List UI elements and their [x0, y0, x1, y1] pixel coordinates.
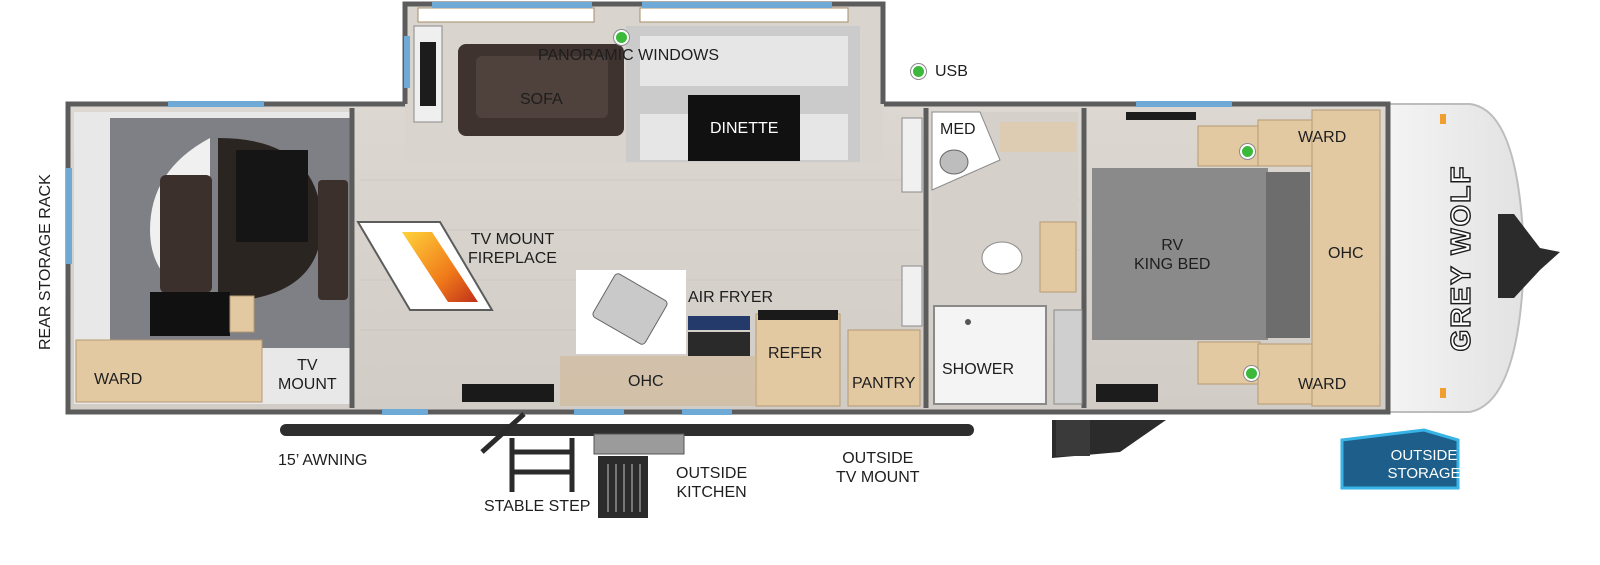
- king-bed: [1092, 168, 1268, 340]
- usb-dot-slideout: [614, 30, 629, 45]
- label-tv-mount-rear: TV MOUNT: [278, 357, 337, 393]
- dinette-table: [688, 95, 800, 161]
- label-med: MED: [940, 121, 976, 138]
- slideout-contents: [413, 7, 860, 162]
- label-dinette: DINETTE: [710, 120, 779, 137]
- hitch: [1498, 214, 1560, 298]
- usb-dot-ward-bottom: [1244, 366, 1259, 381]
- label-air-fryer: AIR FRYER: [688, 289, 774, 306]
- label-ward-bottom: WARD: [1298, 376, 1347, 393]
- label-outside-tv-mount: OUTSIDE TV MOUNT: [836, 450, 920, 486]
- brand-mark: GREY WOLF: [1444, 164, 1476, 352]
- stabilizer-jacks: [1052, 420, 1166, 458]
- usb-dot-legend: [911, 64, 926, 79]
- label-ohc-kitchen: OHC: [628, 373, 664, 390]
- label-usb: USB: [935, 63, 968, 80]
- stable-step: [480, 412, 575, 492]
- fireplace: [402, 232, 478, 302]
- label-sofa: SOFA: [520, 91, 563, 108]
- label-ward-rear: WARD: [94, 371, 143, 388]
- label-outside-storage: OUTSIDE STORAGE: [1387, 447, 1461, 482]
- label-ohc-bedroom: OHC: [1328, 245, 1364, 262]
- label-refer: REFER: [768, 345, 823, 362]
- windows: [66, 2, 1232, 415]
- bathroom: [931, 111, 1083, 405]
- label-ward-top: WARD: [1298, 129, 1347, 146]
- label-stable-step: STABLE STEP: [484, 498, 591, 515]
- label-pantry: PANTRY: [852, 375, 916, 392]
- label-rv-king-bed: RV KING BED: [1134, 237, 1211, 273]
- outside-storage-badge: [1340, 428, 1460, 490]
- label-outside-kitchen: OUTSIDE KITCHEN: [676, 465, 748, 501]
- living-kitchen: [356, 117, 923, 407]
- label-panoramic-windows: PANORAMIC WINDOWS: [538, 47, 720, 64]
- bedroom: [1092, 109, 1381, 407]
- label-shower: SHOWER: [942, 361, 1014, 378]
- grill-lines: [607, 464, 641, 512]
- exterior: GREY WOLF: [280, 114, 1560, 518]
- usb-dot-ward-top: [1240, 144, 1255, 159]
- rear-room: [74, 112, 350, 404]
- brand-mark-text: GREY WOLF: [1445, 164, 1476, 351]
- label-rear-storage-rack: REAR STORAGE RACK: [37, 174, 54, 350]
- label-awning: 15’ AWNING: [278, 452, 368, 469]
- awning: [280, 424, 974, 436]
- label-tv-mount-fireplace: TV MOUNT FIREPLACE: [468, 231, 557, 267]
